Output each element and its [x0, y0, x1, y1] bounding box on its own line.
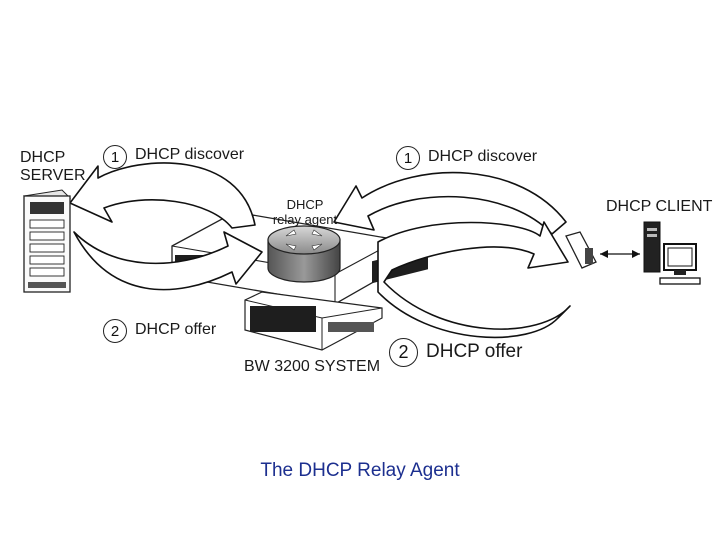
server-label-line2: SERVER [20, 167, 86, 184]
right-offer-label: DHCP offer [426, 341, 523, 362]
step-badge-left-discover: 1 [103, 145, 127, 169]
step-badge-right-discover: 1 [396, 146, 420, 170]
relay-router-icon [267, 225, 341, 283]
figure-caption: The DHCP Relay Agent [260, 460, 460, 481]
right-offer-arrow [377, 221, 571, 339]
left-discover-arrow [69, 162, 256, 229]
right-discover-label: DHCP discover [428, 148, 538, 165]
client-link [565, 231, 640, 269]
left-offer-arrow [73, 231, 263, 291]
system-label: BW 3200 SYSTEM [244, 358, 381, 375]
server-tower-icon [22, 189, 72, 293]
client-pc-icon [643, 221, 701, 285]
relay-label-line1: DHCP [286, 197, 324, 212]
left-offer-label: DHCP offer [135, 321, 217, 338]
client-label: DHCP CLIENT [606, 198, 713, 215]
step-badge-right-offer: 2 [389, 338, 418, 367]
right-discover-arrow [333, 171, 567, 235]
relay-label-line2: relay agent [272, 212, 338, 227]
relay-agent-label: DHCP relay agent [268, 197, 342, 227]
step-badge-left-offer: 2 [103, 319, 127, 343]
server-label-line1: DHCP [20, 149, 66, 166]
server-label: DHCP SERVER [20, 149, 86, 185]
left-discover-label: DHCP discover [135, 146, 245, 163]
